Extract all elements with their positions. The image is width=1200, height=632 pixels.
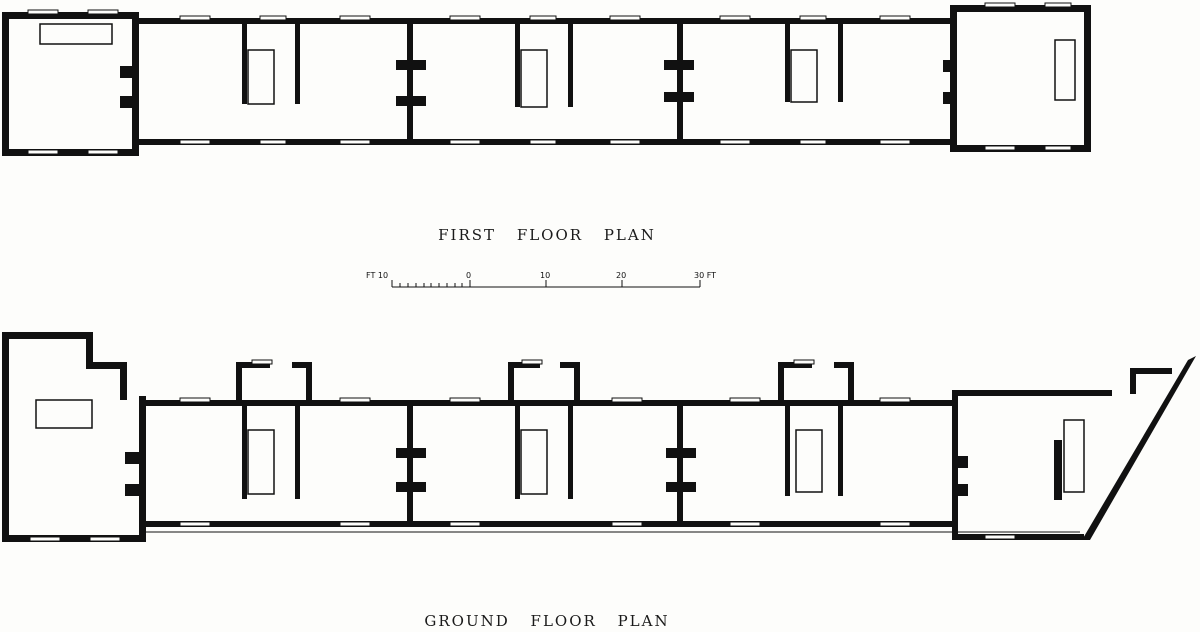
scale-end-label: 30 FT	[694, 271, 716, 280]
first-floor-plan-title: FIRST FLOOR PLAN	[438, 226, 656, 244]
ground-floor-plan-title: GROUND FLOOR PLAN	[424, 612, 670, 630]
scale-start-label: FT 10	[366, 271, 388, 280]
scale-tick-label: 10	[540, 271, 550, 280]
scale-tick-label: 0	[466, 271, 471, 280]
scale-tick-label: 20	[616, 271, 626, 280]
first-floor-plan	[2, 2, 1091, 156]
scale-bar: FT 10 0 10 20 30 FT	[366, 271, 716, 288]
ground-floor-plan	[2, 332, 1196, 542]
